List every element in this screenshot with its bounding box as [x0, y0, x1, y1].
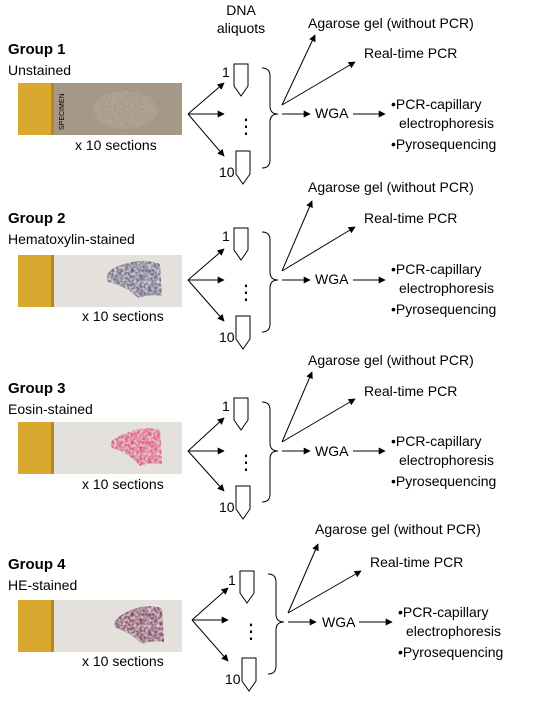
- group-subtitle: Eosin-stained: [8, 401, 93, 417]
- aliquot-tubes: 1 ⋮ 10: [225, 570, 261, 692]
- group-subtitle: HE-stained: [8, 577, 77, 593]
- tube-last-label: 10: [225, 671, 241, 687]
- tube-dots: ⋮: [236, 282, 256, 304]
- header-line-1: DNA: [226, 2, 256, 18]
- output-wga: WGA: [315, 105, 349, 121]
- tube-first-label: 1: [222, 64, 230, 80]
- slide-to-tubes-arrows: [187, 248, 225, 322]
- tube-first-label: 1: [222, 398, 230, 414]
- group-subtitle: Unstained: [8, 62, 71, 78]
- output-realtime-pcr: Real-time PCR: [370, 554, 463, 570]
- slide-label: [18, 422, 51, 474]
- group-3: Group 3 Eosin-stained x 10 sections 1 ⋮ …: [8, 352, 496, 520]
- slide-label-edge: [51, 600, 54, 652]
- group-1: Group 1 Unstained SPECIMEN x 10 sections…: [8, 15, 496, 185]
- tube-first: [233, 397, 249, 431]
- pool-brace: [261, 67, 279, 169]
- output-pcr-capillary: •PCR-capillary: [391, 96, 481, 112]
- sections-label: x 10 sections: [82, 308, 164, 324]
- group-subtitle: Hematoxylin-stained: [8, 231, 135, 247]
- output-pyrosequencing: •Pyrosequencing: [391, 136, 496, 152]
- tube-first-label: 1: [222, 228, 230, 244]
- tissue-section: [114, 606, 164, 644]
- tube-last: [235, 315, 251, 350]
- output-electrophoresis: electrophoresis: [399, 452, 494, 468]
- output-agarose-gel: Agarose gel (without PCR): [308, 179, 474, 195]
- output-agarose-gel: Agarose gel (without PCR): [315, 521, 481, 537]
- tube-first-label: 1: [228, 572, 236, 588]
- output-electrophoresis: electrophoresis: [406, 623, 501, 639]
- output-pcr-capillary: •PCR-capillary: [398, 604, 488, 620]
- tissue-section: [106, 260, 162, 298]
- sections-label: x 10 sections: [82, 653, 164, 669]
- slide: [18, 255, 182, 307]
- aliquot-tubes: 1 ⋮ 10: [219, 63, 256, 185]
- slide-label: [18, 255, 51, 307]
- output-wga: WGA: [315, 443, 349, 459]
- tube-last-label: 10: [219, 499, 235, 515]
- group-title: Group 2: [8, 210, 66, 227]
- output-pyrosequencing: •Pyrosequencing: [391, 473, 496, 489]
- slide: SPECIMEN: [18, 83, 182, 135]
- slide-label-edge: [51, 255, 54, 307]
- pool-brace: [267, 573, 285, 675]
- tissue-section: [110, 428, 162, 466]
- output-pyrosequencing: •Pyrosequencing: [398, 644, 503, 660]
- group-title: Group 1: [8, 41, 66, 58]
- output-wga: WGA: [315, 271, 349, 287]
- output-wga: WGA: [322, 614, 356, 630]
- output-pcr-capillary: •PCR-capillary: [391, 261, 481, 277]
- output-arrows: [281, 371, 386, 455]
- slide: [18, 422, 182, 474]
- output-electrophoresis: electrophoresis: [399, 115, 494, 131]
- tube-last-label: 10: [219, 164, 235, 180]
- output-arrows: [281, 34, 386, 118]
- tube-last: [241, 657, 257, 692]
- sections-label: x 10 sections: [75, 137, 157, 153]
- tube-dots: ⋮: [236, 452, 256, 474]
- output-agarose-gel: Agarose gel (without PCR): [308, 352, 474, 368]
- aliquot-tubes: 1 ⋮ 10: [219, 227, 256, 350]
- slide-specimen-text: SPECIMEN: [59, 93, 66, 130]
- pool-brace: [261, 401, 279, 503]
- tube-dots: ⋮: [241, 621, 261, 643]
- tissue-section: [93, 91, 157, 129]
- output-realtime-pcr: Real-time PCR: [364, 210, 457, 226]
- output-arrows: [281, 200, 386, 284]
- tube-first: [233, 63, 249, 97]
- tube-last: [235, 485, 251, 520]
- slide-label-edge: [51, 422, 54, 474]
- tube-dots: ⋮: [236, 116, 256, 138]
- tube-first: [239, 570, 255, 604]
- output-realtime-pcr: Real-time PCR: [364, 383, 457, 399]
- dna-aliquots-header: DNA aliquots: [217, 2, 265, 36]
- output-realtime-pcr: Real-time PCR: [364, 45, 457, 61]
- group-title: Group 4: [8, 556, 66, 573]
- tube-first: [233, 227, 249, 261]
- header-line-2: aliquots: [217, 20, 265, 36]
- output-pcr-capillary: •PCR-capillary: [391, 433, 481, 449]
- output-electrophoresis: electrophoresis: [399, 280, 494, 296]
- output-agarose-gel: Agarose gel (without PCR): [308, 15, 474, 31]
- slide-to-tubes-arrows: [187, 417, 225, 492]
- slide: [18, 600, 182, 652]
- output-pyrosequencing: •Pyrosequencing: [391, 301, 496, 317]
- pool-brace: [261, 231, 279, 333]
- slide-label-edge: [51, 83, 54, 135]
- group-4: Group 4 HE-stained x 10 sections 1 ⋮ 10: [8, 521, 503, 692]
- slide-to-tubes-arrows: [191, 587, 229, 662]
- output-arrows: [287, 543, 393, 626]
- sections-label: x 10 sections: [82, 476, 164, 492]
- group-2: Group 2 Hematoxylin-stained x 10 section…: [8, 179, 496, 350]
- slide-label: [18, 83, 51, 135]
- slide-label: [18, 600, 51, 652]
- tube-last: [235, 150, 251, 185]
- slide-to-tubes-arrows: [187, 82, 225, 157]
- group-title: Group 3: [8, 380, 66, 397]
- tube-last-label: 10: [219, 329, 235, 345]
- aliquot-tubes: 1 ⋮ 10: [219, 397, 256, 520]
